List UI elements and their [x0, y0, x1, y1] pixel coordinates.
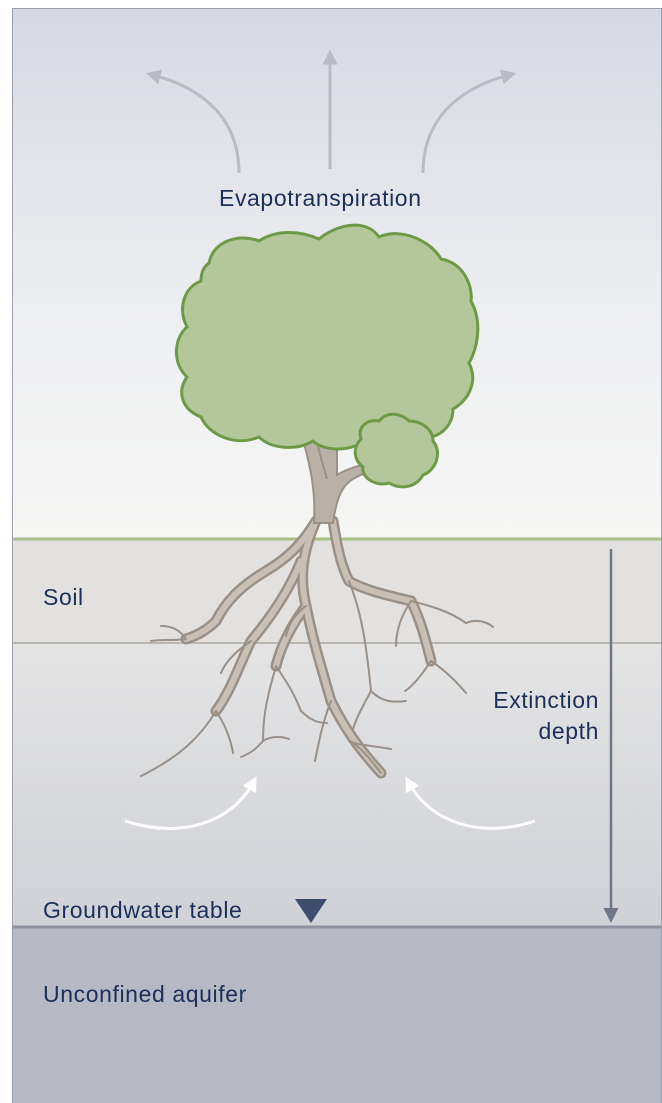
diagram-scene — [13, 9, 661, 1103]
extinction-depth-label: Extinction depth — [493, 685, 599, 747]
groundwater-diagram: Evapotranspiration Soil Extinction depth… — [12, 8, 662, 1103]
main-canopy — [176, 225, 477, 449]
soil-label: Soil — [43, 584, 84, 611]
evapotranspiration-label: Evapotranspiration — [219, 185, 422, 212]
aquifer-layer — [13, 927, 661, 1103]
extinction-depth-line1: Extinction — [493, 685, 599, 716]
groundwater-table-label: Groundwater table — [43, 897, 242, 924]
extinction-depth-line2: depth — [493, 716, 599, 747]
unconfined-aquifer-label: Unconfined aquifer — [43, 981, 247, 1008]
